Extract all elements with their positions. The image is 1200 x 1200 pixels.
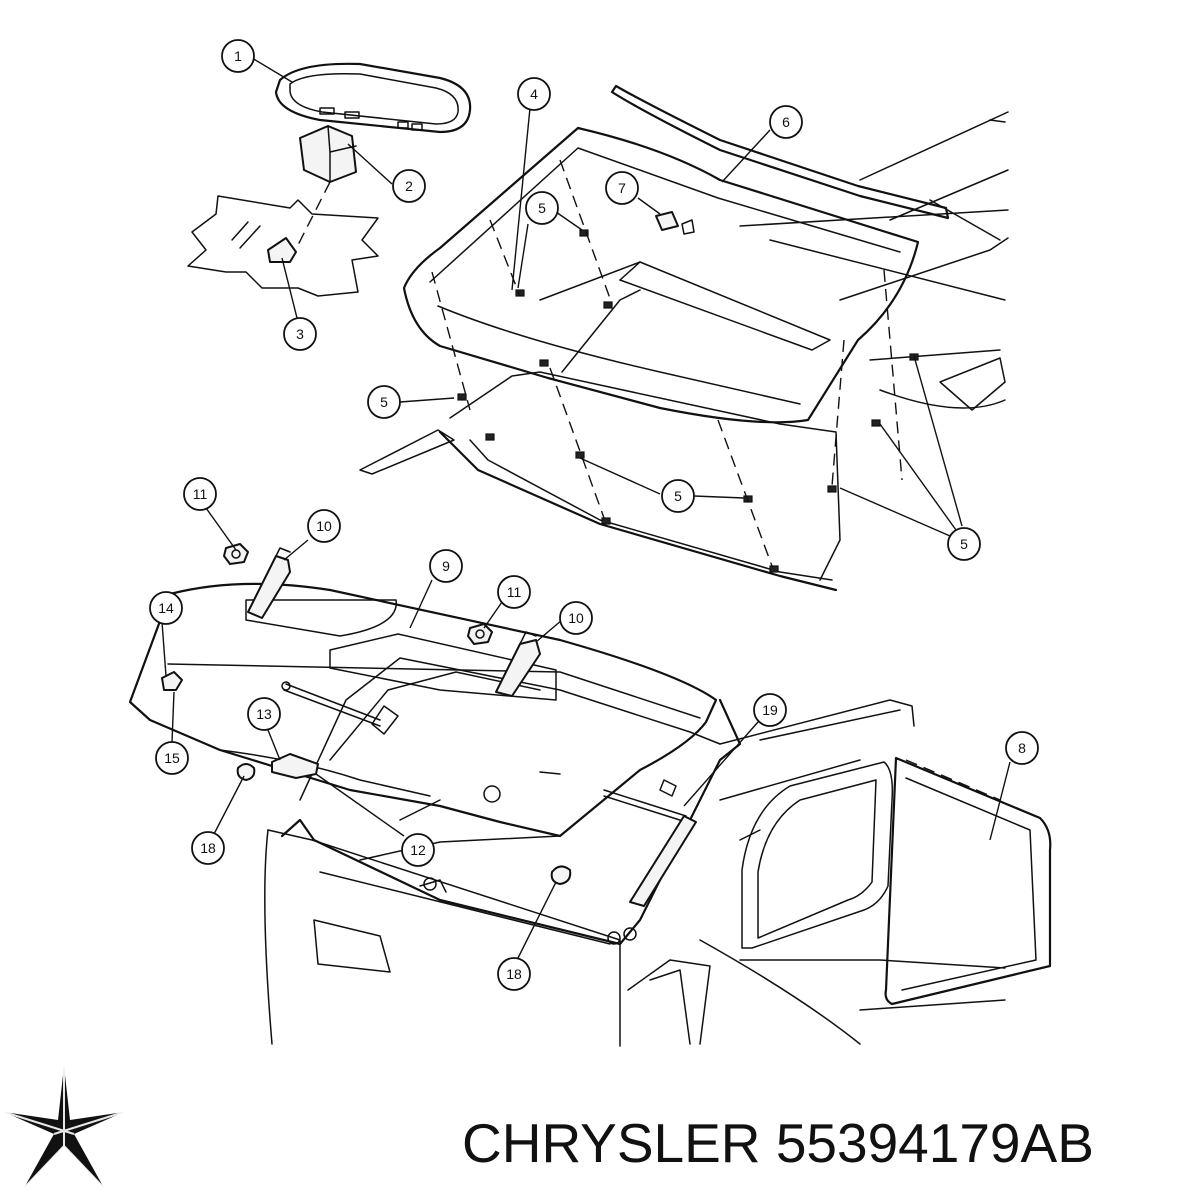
strut-cylinder-left bbox=[281, 681, 381, 727]
liftgate-hinge-left bbox=[247, 547, 291, 619]
part-number: 55394179AB bbox=[775, 1112, 1094, 1174]
rearview-mirror bbox=[274, 62, 472, 134]
svg-text:15: 15 bbox=[164, 750, 180, 766]
bumper-cap-left bbox=[236, 763, 256, 781]
mirror-dash-line bbox=[297, 181, 331, 246]
svg-text:5: 5 bbox=[960, 536, 968, 552]
svg-text:2: 2 bbox=[405, 178, 413, 194]
chrysler-star-icon bbox=[3, 1066, 125, 1189]
svg-text:10: 10 bbox=[568, 610, 584, 626]
quarter-window-opening bbox=[741, 761, 894, 949]
glass-stop-bumper bbox=[161, 671, 183, 691]
callout-7: 7 bbox=[605, 171, 639, 205]
callout-leaders bbox=[161, 57, 1011, 959]
callout-5-right: 5 bbox=[947, 527, 981, 561]
svg-text:19: 19 bbox=[762, 702, 778, 718]
mirror-mount-bracket bbox=[299, 125, 357, 183]
windshield-frame-opening bbox=[359, 111, 1009, 592]
svg-text:1: 1 bbox=[234, 48, 242, 64]
windshield-glass bbox=[402, 126, 920, 424]
callout-18-left: 18 bbox=[191, 831, 225, 865]
callout-19: 19 bbox=[753, 693, 787, 727]
callout-3: 3 bbox=[283, 317, 317, 351]
svg-text:8: 8 bbox=[1018, 740, 1026, 756]
bumper-cap-right bbox=[550, 865, 572, 885]
quarter-glass bbox=[884, 756, 1052, 1006]
svg-text:6: 6 bbox=[782, 114, 790, 130]
callout-5-top: 5 bbox=[525, 191, 559, 225]
rain-sensor-pad bbox=[655, 211, 695, 235]
callout-2: 2 bbox=[392, 169, 426, 203]
callout-12: 12 bbox=[401, 833, 435, 867]
liftgate-body bbox=[264, 657, 1006, 1047]
svg-text:5: 5 bbox=[538, 200, 546, 216]
callout-6: 6 bbox=[769, 105, 803, 139]
svg-text:4: 4 bbox=[530, 86, 538, 102]
svg-text:12: 12 bbox=[410, 842, 426, 858]
callout-8: 8 bbox=[1005, 731, 1039, 765]
mirror-button-glass-patch bbox=[187, 195, 379, 297]
svg-text:7: 7 bbox=[618, 180, 626, 196]
svg-text:11: 11 bbox=[193, 486, 208, 502]
callout-10-right: 10 bbox=[559, 601, 593, 635]
hinge-bolt-left bbox=[223, 543, 249, 565]
callout-14: 14 bbox=[149, 591, 183, 625]
hinge-bolt-right bbox=[467, 623, 493, 645]
callout-1: 1 bbox=[221, 39, 255, 73]
quarter-glass-dash bbox=[905, 759, 1001, 801]
part-caption: CHRYSLER 55394179AB bbox=[462, 1098, 1192, 1188]
svg-text:18: 18 bbox=[506, 966, 522, 982]
liftgate-glass bbox=[128, 582, 718, 861]
svg-text:3: 3 bbox=[296, 326, 304, 342]
liftgate-hinge-right bbox=[495, 631, 541, 697]
callout-5-middle: 5 bbox=[661, 479, 695, 513]
svg-text:18: 18 bbox=[200, 840, 216, 856]
callout-11-left: 11 bbox=[183, 477, 217, 511]
roof-molding bbox=[610, 84, 1006, 241]
callout-13: 13 bbox=[247, 697, 281, 731]
callout-15: 15 bbox=[155, 741, 189, 775]
svg-text:9: 9 bbox=[442, 558, 450, 574]
callout-9: 9 bbox=[429, 549, 463, 583]
svg-text:5: 5 bbox=[674, 488, 682, 504]
svg-text:5: 5 bbox=[380, 394, 388, 410]
svg-text:14: 14 bbox=[158, 600, 174, 616]
callout-5-left: 5 bbox=[367, 385, 401, 419]
callout-4: 4 bbox=[517, 77, 551, 111]
brand-name: CHRYSLER bbox=[462, 1112, 761, 1174]
svg-text:10: 10 bbox=[316, 518, 332, 534]
svg-text:11: 11 bbox=[507, 584, 522, 600]
callout-10-left: 10 bbox=[307, 509, 341, 543]
strut-cylinder-right bbox=[603, 789, 697, 907]
svg-text:13: 13 bbox=[256, 706, 272, 722]
callout-11-right: 11 bbox=[497, 575, 531, 609]
callout-18-right: 18 bbox=[497, 957, 531, 991]
windshield-dash-lines bbox=[431, 159, 903, 567]
